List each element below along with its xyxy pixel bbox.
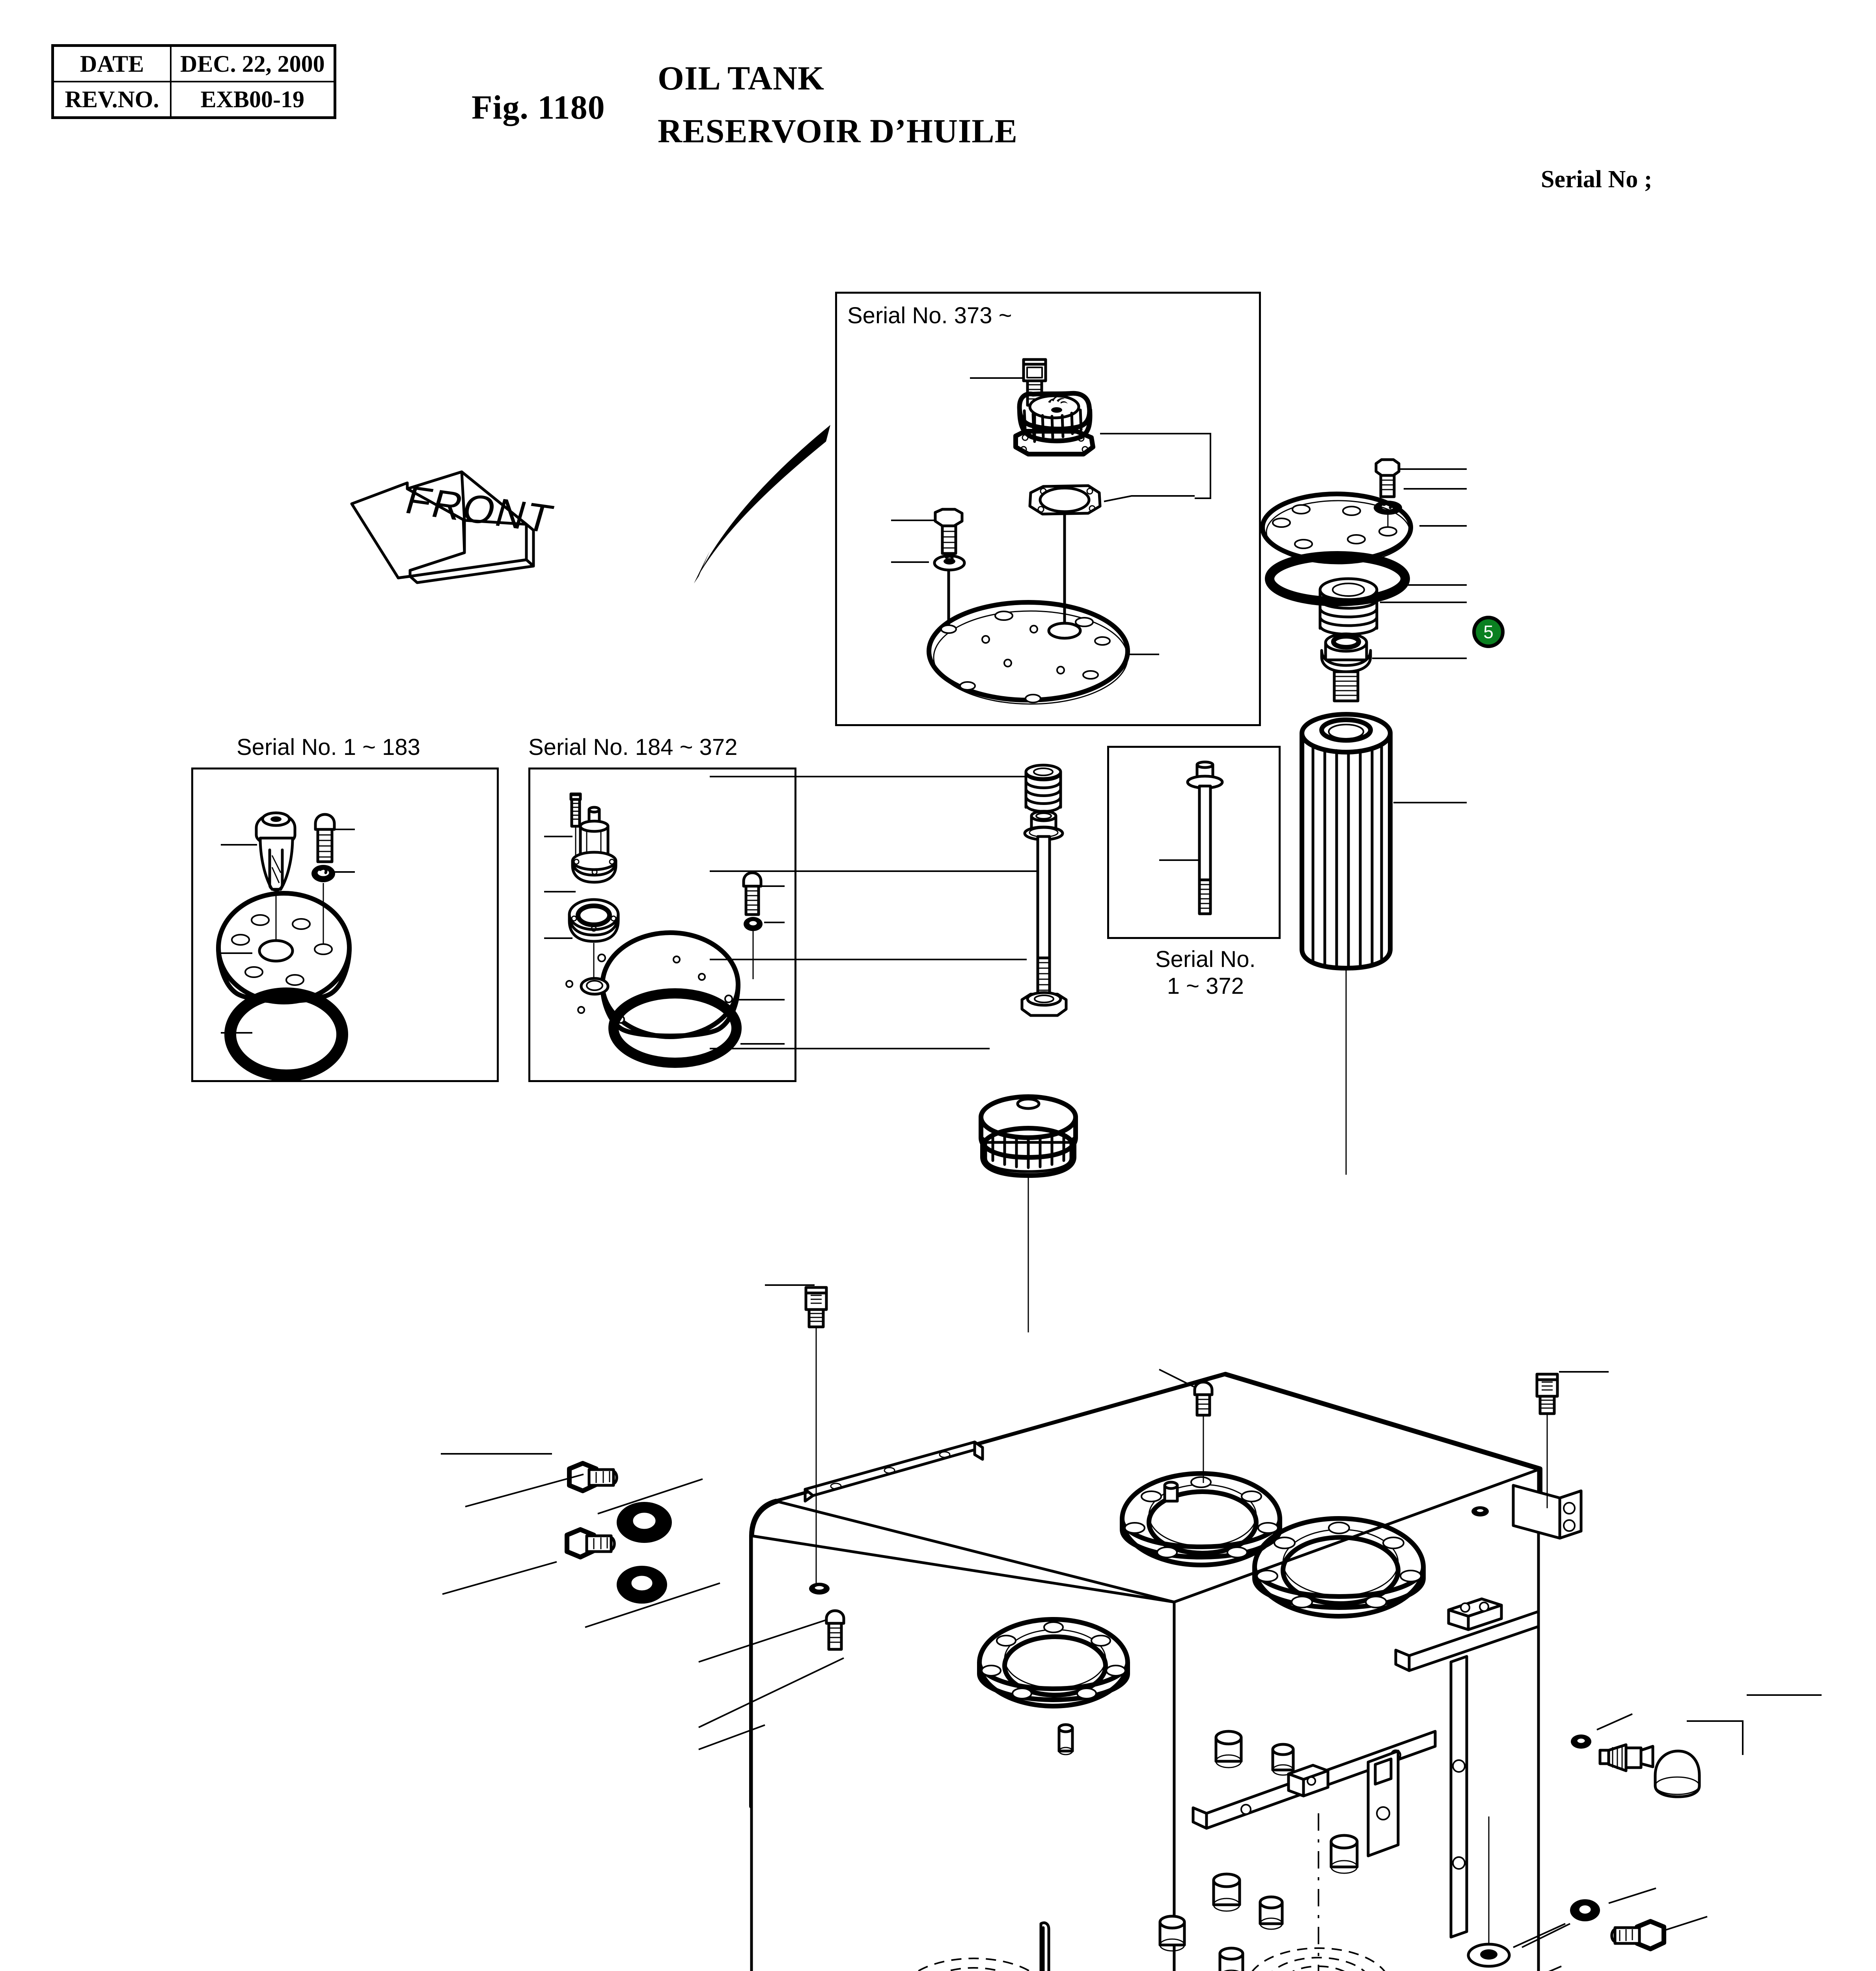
filter-bypass-plug xyxy=(1320,632,1467,702)
tank-flange-front-left xyxy=(977,1617,1130,1708)
filter-cover-plate xyxy=(1260,492,1467,564)
front-arrow: FRONT xyxy=(350,470,559,584)
right-side-fittings xyxy=(1571,1713,1744,1798)
callout-marker-5-number: 5 xyxy=(1483,622,1494,642)
inset-box-serial-1-372 xyxy=(1107,746,1281,939)
right-lower-fasteners xyxy=(1467,1816,1708,1971)
revno-value: EXB00-19 xyxy=(170,81,336,119)
revno-label: REV.NO. xyxy=(52,81,172,119)
date-value: DEC. 22, 2000 xyxy=(170,45,336,82)
right-hex-bolt xyxy=(1610,1919,1666,1951)
page-title-french: RESERVOIR D’HUILE xyxy=(658,112,1018,150)
inset-box-serial-1-183 xyxy=(191,768,499,1082)
front-face-bolt xyxy=(698,1609,845,1728)
left-o-ring-1 xyxy=(617,1502,672,1543)
return-filter-assembly xyxy=(1260,458,1467,1175)
filter-cover-bolt xyxy=(1374,458,1400,498)
figure-number: Fig. 1180 xyxy=(472,88,605,126)
inset-label-line-1: Serial No. xyxy=(1155,946,1256,972)
hex-nut-center xyxy=(1020,991,1068,1017)
filter-element xyxy=(1300,712,1467,971)
coil-spring-center xyxy=(1024,764,1062,813)
left-hex-bolt-1 xyxy=(567,1461,618,1493)
left-o-ring-2 xyxy=(617,1566,667,1604)
filter-spring xyxy=(1318,577,1467,636)
inset-label-serial-184-372: Serial No. 184 ~ 372 xyxy=(528,734,738,760)
oil-tank-main-body xyxy=(749,1372,1583,1971)
inset-label-line-2: 1 ~ 372 xyxy=(1167,973,1244,999)
inset-label-serial-1-183: Serial No. 1 ~ 183 xyxy=(237,734,420,760)
washer-stack-right xyxy=(1467,1923,1566,1971)
inset-box-serial-184-372 xyxy=(528,768,796,1082)
left-side-fasteners xyxy=(442,1461,720,1628)
table-row: REV.NO. EXB00-19 xyxy=(52,81,336,119)
filter-cover-washer xyxy=(1374,501,1402,515)
cap-plug xyxy=(1654,1749,1701,1798)
callout-marker-5[interactable]: 5 xyxy=(1472,616,1505,648)
tank-flange-upper-right xyxy=(1120,1471,1282,1567)
serial-no-field: Serial No ; xyxy=(1541,166,1652,193)
left-hex-bolt-2 xyxy=(565,1527,616,1559)
filter-cover-o-ring xyxy=(1265,551,1467,606)
date-label: DATE xyxy=(52,45,172,82)
inset-box-serial-373: Serial No. 373 ~ xyxy=(835,292,1261,726)
revision-table: DATE DEC. 22, 2000 REV.NO. EXB00-19 xyxy=(51,44,336,119)
page-title-english: OIL TANK xyxy=(658,59,825,97)
suction-strainer-body xyxy=(979,1094,1078,1178)
flange-a-bolt xyxy=(1159,1369,1214,1483)
inset-label-serial-1-372: Serial No. 1 ~ 372 xyxy=(1155,946,1256,1000)
tank-bosses xyxy=(1158,1730,1359,1971)
rod-cap-center xyxy=(1023,810,1064,841)
table-row: DATE DEC. 22, 2000 xyxy=(52,45,336,82)
misc-leaders xyxy=(441,1453,1822,1750)
svg-text:FRONT: FRONT xyxy=(401,477,559,541)
inset-label-serial-373: Serial No. 373 ~ xyxy=(847,303,1012,328)
tank-flange-right xyxy=(1252,1516,1426,1619)
drain-fitting xyxy=(1598,1743,1654,1772)
top-socket-screws xyxy=(765,1284,1609,1583)
